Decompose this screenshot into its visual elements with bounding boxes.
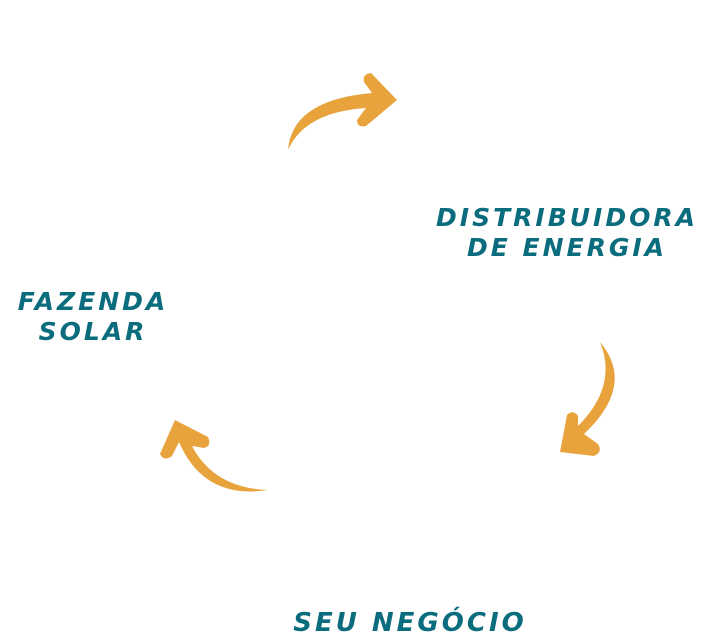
node-label-line: DISTRIBUIDORA: [436, 203, 698, 232]
node-label-line: DE ENERGIA: [466, 233, 668, 262]
node-label-fazenda-solar: FAZENDA SOLAR: [0, 287, 186, 347]
node-label-line: SEU NEGÓCIO: [293, 608, 527, 638]
node-label-seu-negocio: SEU NEGÓCIO: [270, 608, 550, 639]
node-label-line: FAZENDA: [17, 287, 169, 316]
node-label-distribuidora-de-energia: DISTRIBUIDORA DE ENERGIA: [420, 203, 714, 263]
node-label-line: SOLAR: [38, 317, 148, 346]
